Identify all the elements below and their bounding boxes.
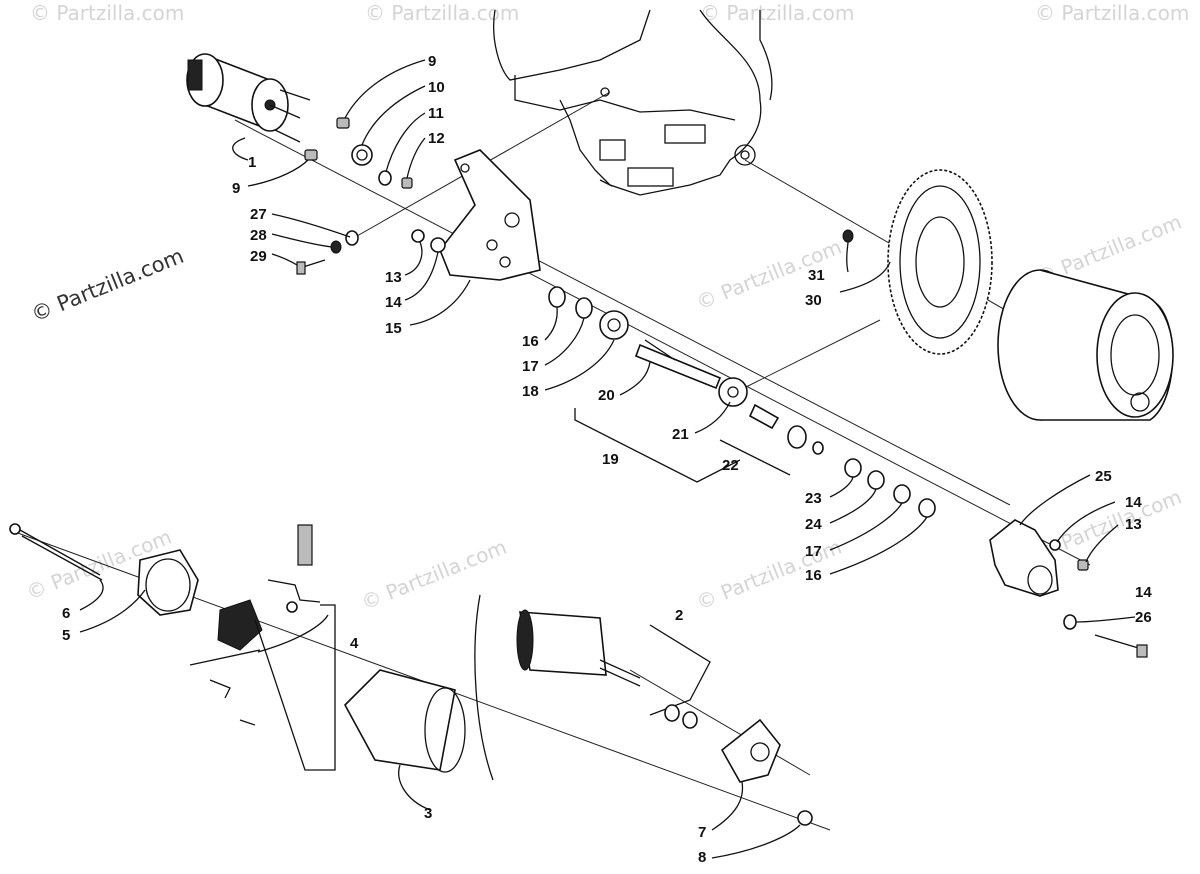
callout-22: 22 — [722, 457, 739, 474]
sprocket — [842, 169, 993, 355]
engine-casing — [493, 9, 773, 196]
callout-14-lower: 14 — [1135, 584, 1152, 601]
callout-2: 2 — [675, 607, 683, 624]
callout-13-housing: 13 — [1125, 516, 1142, 533]
watermark-faint: © Partzilla.com — [365, 1, 519, 25]
watermark-faint: © Partzilla.com — [693, 535, 845, 615]
starter-exploded — [9, 523, 813, 826]
callout-7: 7 — [698, 824, 706, 841]
callout-26: 26 — [1135, 609, 1152, 626]
callout-30: 30 — [805, 292, 822, 309]
partzilla-watermark: © Partzilla.com — [28, 244, 187, 327]
watermark-faint: © Partzilla.com — [700, 1, 854, 25]
callout-18: 18 — [522, 383, 539, 400]
starter-motor-assembled — [186, 53, 311, 143]
callout-5: 5 — [62, 627, 70, 644]
small-hardware-top — [296, 117, 446, 275]
callout-3: 3 — [424, 805, 432, 822]
clutch-drum — [997, 269, 1174, 421]
leader-lines — [79, 59, 1136, 859]
callout-10: 10 — [428, 79, 445, 96]
callout-labels: 1 2 3 4 5 6 7 8 9 9 10 11 12 13 13 14 14… — [62, 53, 1152, 866]
callout-29: 29 — [250, 248, 267, 265]
callout-9-top: 9 — [428, 53, 436, 70]
callout-14-housing: 14 — [1125, 494, 1142, 511]
drive-parts — [548, 286, 936, 518]
callout-4: 4 — [350, 635, 359, 652]
callout-11: 11 — [428, 105, 444, 122]
callout-28: 28 — [250, 227, 267, 244]
callout-8: 8 — [698, 849, 706, 866]
watermark-faint: © Partzilla.com — [1033, 485, 1185, 565]
callout-12: 12 — [428, 130, 445, 147]
watermark-faint: © Partzilla.com — [358, 535, 510, 615]
callout-14-bracket: 14 — [385, 294, 402, 311]
callout-27: 27 — [250, 206, 267, 223]
callout-6: 6 — [62, 605, 70, 622]
callout-16-upper: 16 — [522, 333, 539, 350]
callout-15: 15 — [385, 320, 402, 337]
callout-23: 23 — [805, 490, 822, 507]
callout-24: 24 — [805, 516, 822, 533]
callout-13-bracket: 13 — [385, 269, 402, 286]
callout-20: 20 — [598, 387, 615, 404]
callout-21: 21 — [672, 426, 689, 443]
drive-housing — [989, 519, 1148, 658]
watermark-faint: © Partzilla.com — [1035, 1, 1189, 25]
callout-25: 25 — [1095, 468, 1112, 485]
callout-16-lower: 16 — [805, 567, 822, 584]
callout-1: 1 — [248, 154, 256, 171]
starter-bracket — [439, 149, 541, 281]
callout-31: 31 — [808, 267, 825, 284]
callout-9-left: 9 — [232, 180, 240, 197]
callout-17-upper: 17 — [522, 358, 539, 375]
callout-19: 19 — [602, 451, 619, 468]
watermark-faint: © Partzilla.com — [30, 1, 184, 25]
callout-17-lower: 17 — [805, 543, 822, 560]
